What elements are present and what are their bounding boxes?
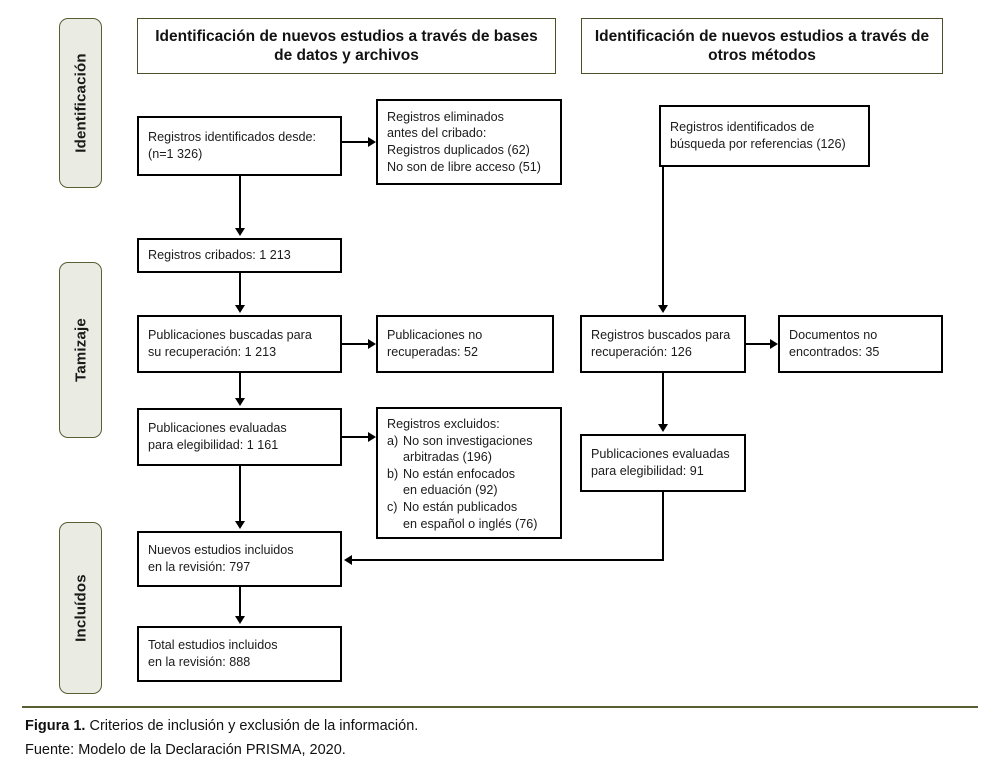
node-line-1: Publicaciones evaluadas (591, 447, 730, 462)
excluded-item-c-cont: en español o inglés (76) (403, 516, 538, 531)
excluded-item-c: c) No están publicados (387, 499, 551, 516)
node-records-sought-retrieval-other: Registros buscados para recuperación: 12… (580, 315, 746, 373)
node-records-identified-databases: Registros identificados desde: (n=1 326) (137, 116, 342, 176)
node-total-studies-included: Total estudios incluidos en la revisión:… (137, 626, 342, 682)
excluded-item-marker: b) (387, 466, 399, 481)
banner-line-1: Identificación de nuevos estudios a trav… (155, 27, 468, 45)
arrowhead-down (235, 616, 245, 624)
excluded-heading: Registros excluidos: (387, 417, 500, 431)
node-line-2: búsqueda por referencias (126) (670, 137, 846, 151)
connector-sought-other-to-assessed-other (662, 373, 664, 425)
node-line-1: Publicaciones evaluadas (148, 421, 287, 436)
node-line-1: Registros cribados: 1 213 (148, 248, 291, 263)
excluded-item-text: No son investigaciones (403, 433, 533, 448)
node-line-1: Nuevos estudios incluidos (148, 543, 294, 558)
caption-divider (22, 706, 978, 708)
connector-assessed-to-excluded (342, 436, 370, 438)
arrowhead-down (235, 398, 245, 406)
banner-line-1: Identificación de nuevos estudios a trav… (594, 27, 907, 45)
node-line-2: en la revisión: 888 (148, 655, 251, 669)
arrowhead-right (368, 432, 376, 442)
arrowhead-down (235, 521, 245, 529)
connector-assessed-other-left (352, 559, 664, 561)
banner-other-methods: Identificación de nuevos estudios a trav… (581, 18, 943, 74)
connector-refs-to-sought-other (662, 167, 664, 306)
node-line-2: antes del cribado: (387, 126, 487, 141)
node-line-2: (n=1 326) (148, 147, 203, 161)
excluded-item-text: No están enfocados (403, 466, 516, 481)
caption-text: Criterios de inclusión y exclusión de la… (85, 718, 419, 734)
excluded-item-marker: c) (387, 500, 398, 515)
node-line-2: en la revisión: 797 (148, 560, 251, 574)
banner-line-2: de otros métodos (708, 27, 930, 64)
node-line-2: recuperadas: 52 (387, 345, 479, 359)
stage-label-text: Incluídos (72, 574, 89, 642)
excluded-item-a: a) No son investigaciones (387, 433, 551, 450)
node-publications-sought-retrieval: Publicaciones buscadas para su recuperac… (137, 315, 342, 373)
arrowhead-down (235, 228, 245, 236)
arrowhead-right (368, 339, 376, 349)
caption-label: Figura 1. (25, 718, 86, 734)
excluded-item-text: No están publicados (403, 500, 518, 515)
node-line-2: su recuperación: 1 213 (148, 345, 277, 359)
arrowhead-down (235, 305, 245, 313)
arrowhead-left (344, 555, 352, 565)
node-line-2: encontrados: 35 (789, 345, 880, 359)
connector-assessed-other-down (662, 492, 664, 561)
banner-databases: Identificación de nuevos estudios a trav… (137, 18, 556, 74)
node-line-3: Registros duplicados (62) (387, 143, 530, 157)
node-line-1: Documentos no (789, 328, 878, 343)
arrowhead-down (658, 424, 668, 432)
node-records-removed-before-screening: Registros eliminados antes del cribado: … (376, 99, 562, 185)
node-line-1: Registros eliminados (387, 109, 504, 124)
connector-assessed-to-new-included (239, 466, 241, 522)
stage-label-text: Identificación (72, 53, 89, 153)
excluded-item-marker: a) (387, 433, 399, 448)
node-line-2: recuperación: 126 (591, 345, 692, 359)
node-line-1: Publicaciones buscadas para (148, 328, 312, 343)
node-line-1: Registros identificados desde: (148, 130, 317, 145)
node-records-screened: Registros cribados: 1 213 (137, 238, 342, 273)
connector-sought-to-assessed (239, 373, 241, 399)
node-line-2: para elegibilidad: 1 161 (148, 438, 279, 452)
stage-label-text: Tamizaje (72, 318, 89, 382)
node-new-studies-included: Nuevos estudios incluidos en la revisión… (137, 531, 342, 587)
connector-sought-to-not-retrieved (342, 343, 370, 345)
node-line-1: Registros buscados para (591, 328, 731, 343)
stage-label-incluidos: Incluídos (59, 522, 102, 694)
connector-sought-other-to-not-found (746, 343, 772, 345)
connector-new-to-total-included (239, 587, 241, 617)
source-text: Fuente: Modelo de la Declaración PRISMA,… (25, 742, 346, 758)
node-line-4: No son de libre acceso (51) (387, 159, 542, 174)
node-records-excluded: Registros excluidos: a) No son investiga… (376, 407, 562, 539)
stage-label-tamizaje: Tamizaje (59, 262, 102, 438)
node-line-1: Registros identificados de (670, 120, 815, 135)
node-line-2: para elegibilidad: 91 (591, 464, 704, 478)
connector-identified-to-removed (342, 141, 370, 143)
node-publications-assessed-eligibility: Publicaciones evaluadas para elegibilida… (137, 408, 342, 466)
node-line-1: Publicaciones no (387, 328, 483, 343)
excluded-item-a-cont: arbitradas (196) (403, 450, 492, 465)
banner-line-2: de bases de datos y archivos (274, 27, 538, 64)
connector-screened-to-sought (239, 273, 241, 306)
node-documents-not-found: Documentos no encontrados: 35 (778, 315, 943, 373)
excluded-item-b-cont: en eduación (92) (403, 483, 498, 498)
node-line-1: Total estudios incluidos (148, 638, 278, 653)
node-publications-not-retrieved: Publicaciones no recuperadas: 52 (376, 315, 554, 373)
arrowhead-down (658, 305, 668, 313)
arrowhead-right (368, 137, 376, 147)
excluded-item-b: b) No están enfocados (387, 466, 551, 483)
arrowhead-right (770, 339, 778, 349)
stage-label-identificacion: Identificación (59, 18, 102, 188)
node-publications-assessed-eligibility-other: Publicaciones evaluadas para elegibilida… (580, 434, 746, 492)
figure-caption: Figura 1. Criterios de inclusión y exclu… (25, 716, 418, 738)
connector-identified-to-screened (239, 176, 241, 229)
node-records-identified-references: Registros identificados de búsqueda por … (659, 105, 870, 167)
figure-source: Fuente: Modelo de la Declaración PRISMA,… (25, 740, 346, 762)
